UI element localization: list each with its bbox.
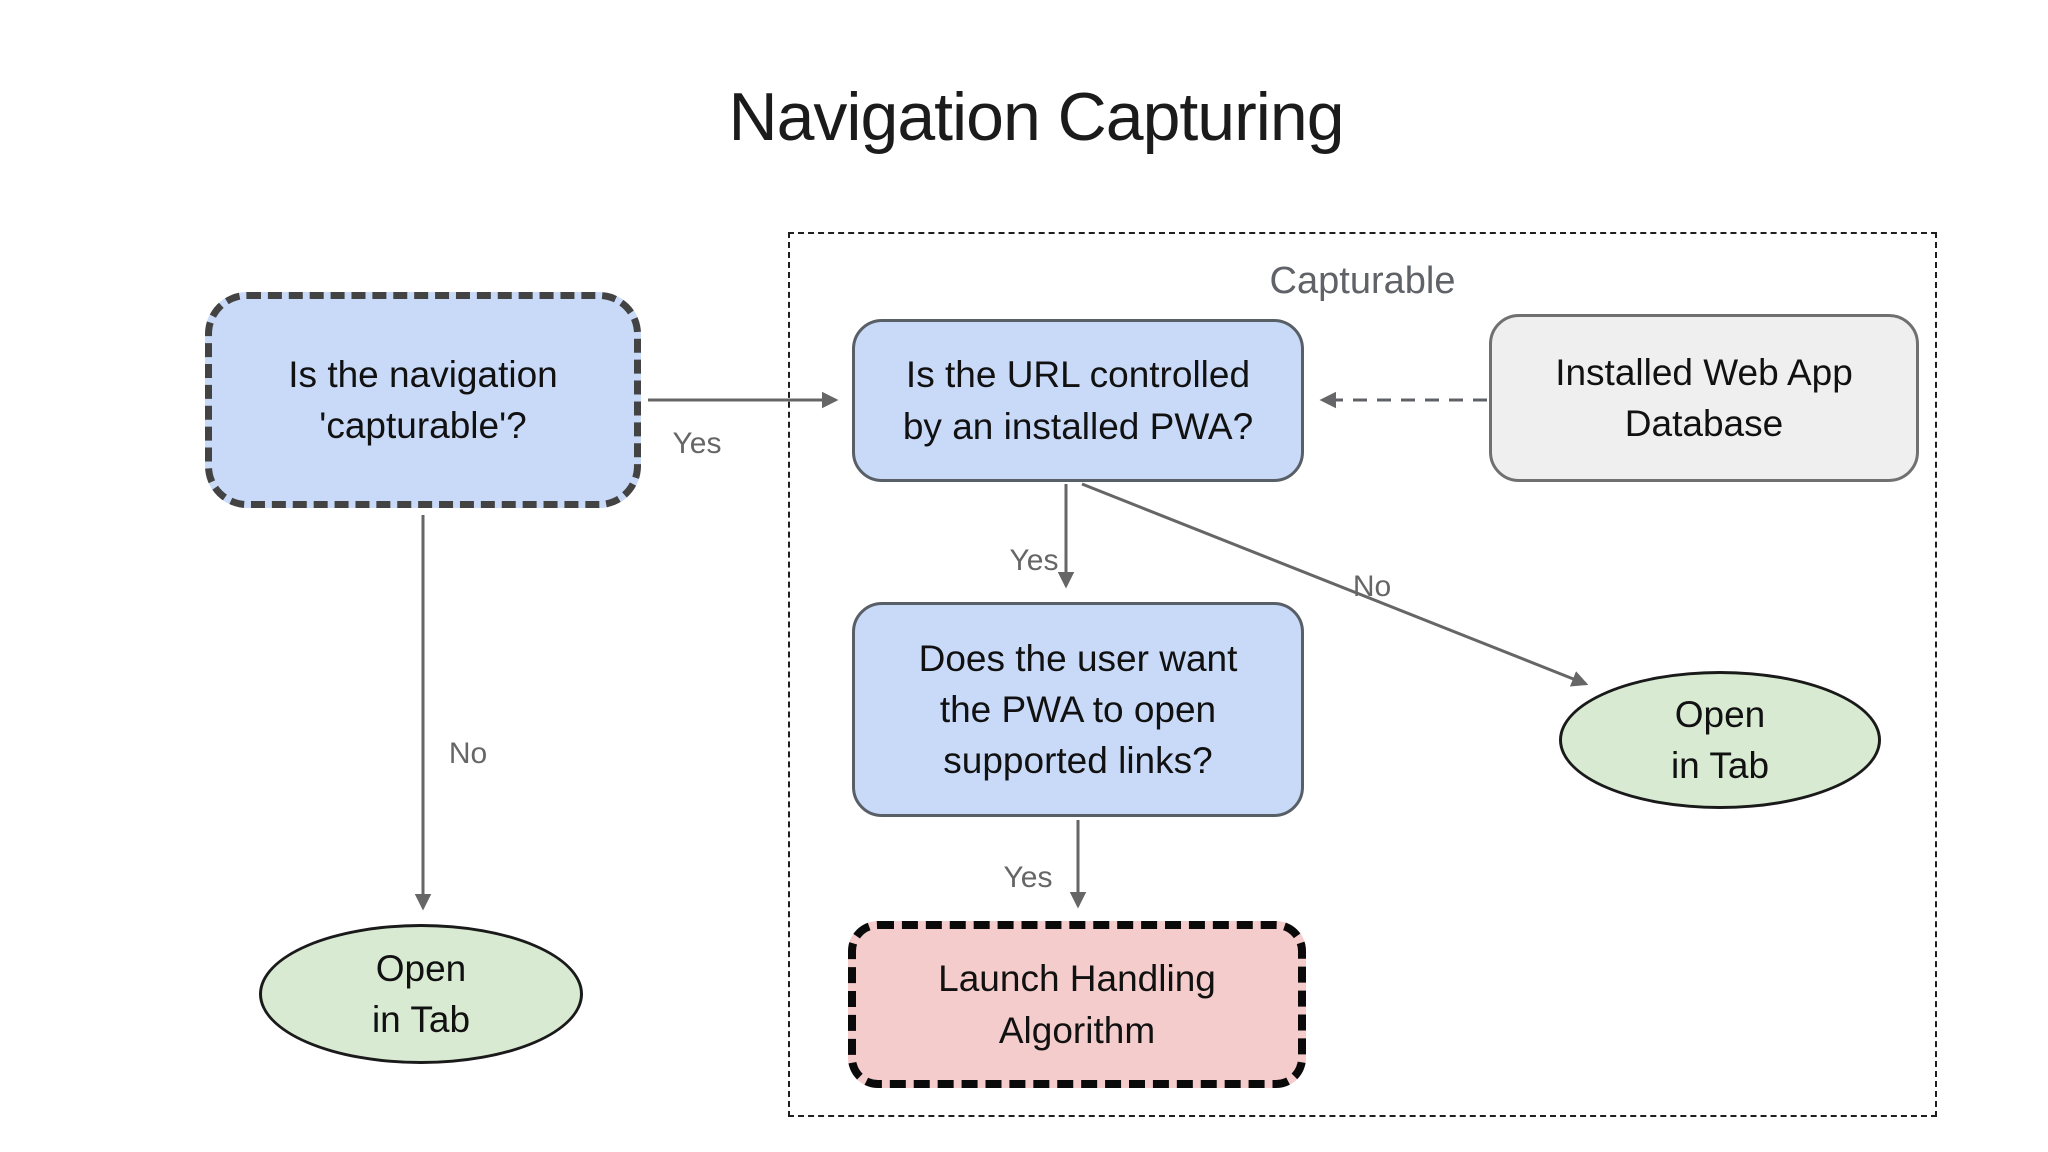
edge-label-url-no: No — [1352, 570, 1392, 603]
node-launch-handling-algorithm: Launch Handling Algorithm — [848, 921, 1306, 1088]
node-is-navigation-capturable: Is the navigation 'capturable'? — [205, 292, 641, 508]
edge-label-url-yes: Yes — [1009, 544, 1059, 577]
edge-label-user-want-yes: Yes — [1003, 861, 1053, 894]
node-does-user-want-pwa-links: Does the user want the PWA to open suppo… — [852, 602, 1304, 817]
edge-label-capturable-no: No — [448, 737, 488, 770]
node-installed-web-app-database: Installed Web App Database — [1489, 314, 1919, 482]
node-is-url-controlled-by-pwa: Is the URL controlled by an installed PW… — [852, 319, 1304, 482]
node-open-in-tab-left: Open in Tab — [259, 924, 583, 1064]
edge-label-capturable-yes: Yes — [672, 427, 722, 460]
capturable-group-label: Capturable — [1269, 260, 1456, 302]
arrow-url-no — [1081, 482, 1589, 687]
capturable-group-container: Capturable — [788, 232, 1937, 1117]
node-open-in-tab-right: Open in Tab — [1559, 671, 1881, 809]
page-title: Navigation Capturing — [728, 79, 1344, 155]
